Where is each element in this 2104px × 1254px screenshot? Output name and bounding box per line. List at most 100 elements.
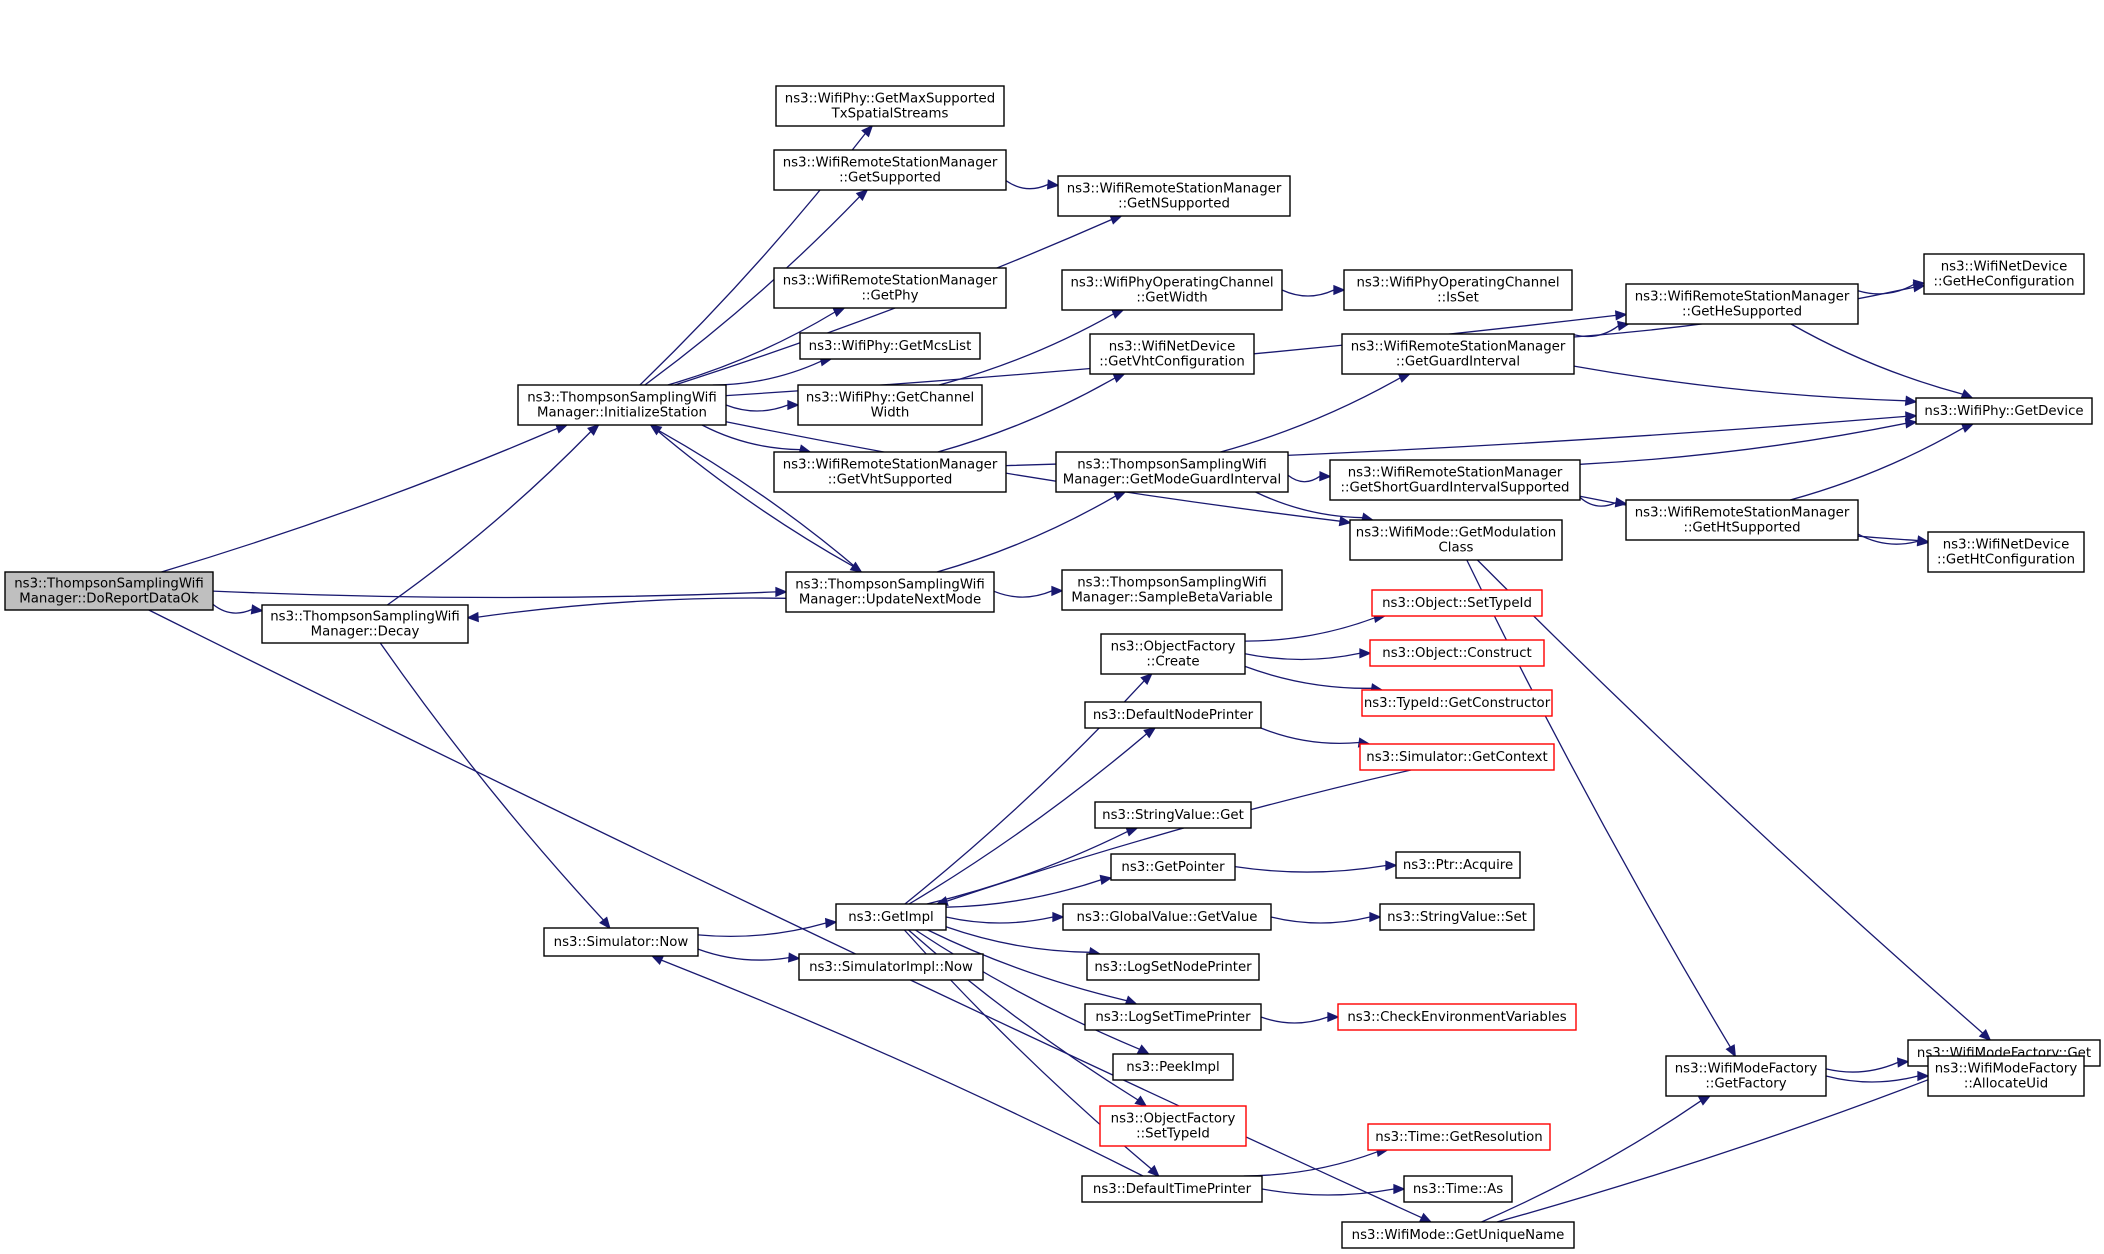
node-time-as[interactable]: ns3::Time::As xyxy=(1403,1175,1513,1203)
node-defaultnodeprinter[interactable]: ns3::DefaultNodePrinter xyxy=(1084,701,1262,729)
node-box xyxy=(1625,283,1859,325)
node-initstation[interactable]: ns3::ThompsonSamplingWifiManager::Initia… xyxy=(517,384,727,426)
edge-line xyxy=(477,597,787,618)
node-box xyxy=(797,384,983,426)
edge-line xyxy=(1825,1061,1899,1073)
edge-rsm-gethe-to-netdev-gethe xyxy=(1857,279,1926,295)
node-rsm-gethe[interactable]: ns3::WifiRemoteStationManager::GetHeSupp… xyxy=(1625,283,1859,325)
node-netdev-getvhtconf[interactable]: ns3::WifiNetDevice::GetVhtConfiguration xyxy=(1089,333,1255,375)
node-simimplnow[interactable]: ns3::SimulatorImpl::Now xyxy=(798,953,984,981)
edge-arrowhead xyxy=(1113,491,1127,501)
node-ptr-acquire[interactable]: ns3::Ptr::Acquire xyxy=(1395,851,1521,879)
node-stringvalue-get[interactable]: ns3::StringValue::Get xyxy=(1094,801,1252,829)
node-getpointer[interactable]: ns3::GetPointer xyxy=(1110,853,1236,881)
node-objfactory-create[interactable]: ns3::ObjectFactory::Create xyxy=(1100,633,1246,675)
edge-getimpl-to-stringvalue-get xyxy=(926,826,1139,905)
node-rsm-getguard[interactable]: ns3::WifiRemoteStationManager::GetGuardI… xyxy=(1341,333,1575,375)
node-getmaxss[interactable]: ns3::WifiPhy::GetMaxSupportedTxSpatialSt… xyxy=(775,85,1005,127)
edge-simnow-to-getimpl xyxy=(697,917,838,938)
node-wmf-getfactory[interactable]: ns3::WifiModeFactory::GetFactory xyxy=(1665,1055,1827,1097)
edge-line xyxy=(1857,283,1915,295)
node-rsm-getphy[interactable]: ns3::WifiRemoteStationManager::GetPhy xyxy=(773,267,1007,309)
edge-arrowhead xyxy=(1904,418,1918,429)
edge-arrowhead xyxy=(1319,471,1332,482)
node-label: Width xyxy=(871,406,910,421)
node-samplebeta[interactable]: ns3::ThompsonSamplingWifiManager::Sample… xyxy=(1061,569,1283,611)
edge-line xyxy=(1244,617,1376,642)
edge-line xyxy=(937,377,1116,453)
node-getimpl[interactable]: ns3::GetImpl xyxy=(835,903,947,931)
edge-line xyxy=(1857,533,1919,545)
edge-arrowhead xyxy=(1052,911,1065,923)
node-rsm-getsgi[interactable]: ns3::WifiRemoteStationManager::GetShortG… xyxy=(1329,459,1581,501)
node-sim-getcontext[interactable]: ns3::Simulator::GetContext xyxy=(1359,743,1555,771)
edge-rsm-getsupported-to-rsm-getnsupported xyxy=(1005,179,1060,190)
node-rsm-getsupported[interactable]: ns3::WifiRemoteStationManager::GetSuppor… xyxy=(773,149,1007,191)
node-updatenextmode[interactable]: ns3::ThompsonSamplingWifiManager::Update… xyxy=(785,571,995,613)
edge-line xyxy=(212,590,777,599)
edge-getimpl-to-getpointer xyxy=(945,874,1113,908)
node-label: ns3::WifiPhy::GetMaxSupported xyxy=(785,92,995,107)
node-label: ns3::ObjectFactory xyxy=(1111,640,1236,655)
edge-line xyxy=(946,769,1412,902)
node-globalvalue-getvalue[interactable]: ns3::GlobalValue::GetValue xyxy=(1062,903,1272,931)
node-obj-construct[interactable]: ns3::Object::Construct xyxy=(1369,639,1545,667)
node-checkenv[interactable]: ns3::CheckEnvironmentVariables xyxy=(1337,1003,1577,1031)
node-time-getres[interactable]: ns3::Time::GetResolution xyxy=(1367,1123,1551,1151)
edge-arrowhead xyxy=(250,604,264,615)
node-label: ns3::ThompsonSamplingWifi xyxy=(14,577,204,592)
node-peekimpl[interactable]: ns3::PeekImpl xyxy=(1112,1053,1234,1081)
node-box xyxy=(1379,903,1535,931)
node-box xyxy=(261,604,469,644)
edge-defaulttimeprinter-to-time-getres xyxy=(1243,1146,1389,1177)
node-opchan-getwidth[interactable]: ns3::WifiPhyOperatingChannel::GetWidth xyxy=(1061,269,1283,311)
node-wifiphy-getdevice[interactable]: ns3::WifiPhy::GetDevice xyxy=(1915,397,2093,425)
edge-arrowhead xyxy=(787,952,801,963)
node-box xyxy=(543,927,699,957)
node-box xyxy=(1343,269,1573,311)
node-simnow[interactable]: ns3::Simulator::Now xyxy=(543,927,699,957)
node-defaulttimeprinter[interactable]: ns3::DefaultTimePrinter xyxy=(1081,1175,1263,1203)
node-label: ::GetNSupported xyxy=(1118,197,1230,212)
node-box xyxy=(1112,1053,1234,1081)
node-logsetnodeprinter[interactable]: ns3::LogSetNodePrinter xyxy=(1086,953,1260,981)
node-box xyxy=(773,149,1007,191)
edge-arrowhead xyxy=(1397,373,1412,383)
node-stringvalue-set[interactable]: ns3::StringValue::Set xyxy=(1379,903,1535,931)
node-getmodeguard[interactable]: ns3::ThompsonSamplingWifiManager::GetMod… xyxy=(1055,451,1289,493)
node-typeid-getctor[interactable]: ns3::TypeId::GetConstructor xyxy=(1361,689,1553,717)
node-netdev-getht[interactable]: ns3::WifiNetDevice::GetHtConfiguration xyxy=(1927,531,2085,573)
edge-line xyxy=(945,879,1102,908)
node-wifimode-getuniquename[interactable]: ns3::WifiMode::GetUniqueName xyxy=(1341,1221,1575,1249)
edge-line xyxy=(1220,377,1401,453)
node-rsm-getnsupported[interactable]: ns3::WifiRemoteStationManager::GetNSuppo… xyxy=(1057,175,1291,217)
edge-getpointer-to-ptr-acquire xyxy=(1234,860,1398,873)
edge-objfactory-create-to-obj-construct xyxy=(1244,648,1372,661)
edge-getimpl-to-defaultnodeprinter xyxy=(908,727,1157,905)
node-obj-settypeid[interactable]: ns3::Object::SetTypeId xyxy=(1371,589,1543,617)
node-box xyxy=(1927,1055,2085,1097)
edge-line xyxy=(1573,365,1907,402)
node-logsettimeprinter[interactable]: ns3::LogSetTimePrinter xyxy=(1084,1003,1262,1031)
node-doreport[interactable]: ns3::ThompsonSamplingWifiManager::DoRepo… xyxy=(4,571,214,611)
edge-defaulttimeprinter-to-time-as xyxy=(1261,1183,1406,1196)
node-objfactory-settypeid[interactable]: ns3::ObjectFactory::SetTypeId xyxy=(1099,1105,1247,1147)
edge-rsm-getvht-to-netdev-getvhtconf xyxy=(937,373,1126,453)
node-rsm-getvht[interactable]: ns3::WifiRemoteStationManager::GetVhtSup… xyxy=(773,451,1007,493)
edge-arrowhead xyxy=(1359,648,1372,659)
node-netdev-gethe[interactable]: ns3::WifiNetDevice::GetHeConfiguration xyxy=(1923,253,2085,295)
node-label: ns3::WifiRemoteStationManager xyxy=(1635,290,1850,305)
node-rsm-getht[interactable]: ns3::WifiRemoteStationManager::GetHtSupp… xyxy=(1625,499,1859,541)
edge-line xyxy=(1825,1075,1919,1083)
node-opchan-isset[interactable]: ns3::WifiPhyOperatingChannel::IsSet xyxy=(1343,269,1573,311)
edge-line xyxy=(936,495,1117,573)
node-box xyxy=(1927,531,2085,573)
node-box xyxy=(1923,253,2085,295)
edge-line xyxy=(1243,1151,1378,1177)
node-wmf-allocateuid[interactable]: ns3::WifiModeFactory::AllocateUid xyxy=(1927,1055,2085,1097)
node-getmcslist[interactable]: ns3::WifiPhy::GetMcsList xyxy=(799,332,981,360)
